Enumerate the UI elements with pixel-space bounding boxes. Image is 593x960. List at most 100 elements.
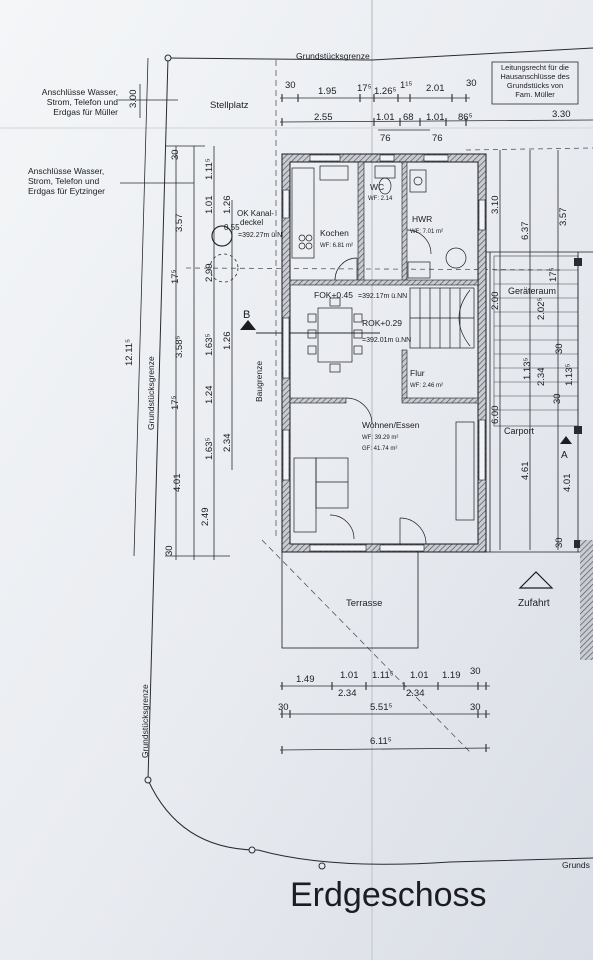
label-access: Zufahrt (518, 598, 550, 609)
living-furniture (293, 421, 475, 545)
sheet-title: Erdgeschoss (290, 876, 487, 914)
dimension-lines-top (279, 94, 593, 131)
building-line-label: Baugrenze (254, 361, 264, 402)
note-line: Erdgas für Müller (53, 107, 118, 117)
dimension-label: 2.99 (204, 264, 215, 283)
dimension-label: 2.55 (314, 112, 333, 123)
dimension-label: 1.26 (222, 332, 233, 351)
note-eytzinger: Anschlüsse Wasser, Strom, Telefon und Er… (28, 166, 194, 196)
dimension-label: 6.00 (490, 406, 501, 425)
room-living-gf: GF: 41.74 m² (362, 446, 397, 452)
staircase (409, 287, 475, 349)
carport-column (574, 540, 582, 548)
manhole-symbol: OK Kanal- deckel =392.27m ü.NN 0.55 (209, 209, 287, 283)
dimension-label: 1.63⁵ (204, 334, 215, 356)
room-wc-name: WC (370, 182, 384, 192)
dimension-label: 6.11⁵ (370, 736, 392, 747)
dimension-label: 1¹⁵ (400, 80, 412, 91)
property-boundary (144, 47, 593, 870)
dimension-label: 3.57 (174, 214, 185, 233)
manhole-diameter: 0.55 (224, 223, 240, 232)
wc-fixtures (374, 165, 427, 195)
note-line: Strom, Telefon und (28, 176, 99, 186)
note-line: Hausanschlüsse des (500, 72, 569, 81)
dimension-label: 3.00 (128, 90, 139, 109)
dimension-label: 3.10 (490, 196, 501, 215)
dimension-label: 2.34 (406, 688, 425, 699)
section-label: A (561, 450, 568, 461)
dimension-label: 2.34 (222, 434, 233, 453)
dimension-label: 1.01 (410, 670, 429, 681)
dimension-label: 1.95 (318, 86, 337, 97)
dimension-label: 2.49 (200, 508, 211, 527)
dimension-label: 2.01 (426, 83, 445, 94)
dimension-label: 4.01 (172, 474, 183, 493)
dimension-label: 2.34 (536, 368, 547, 387)
dimension-label: 30 (466, 78, 477, 89)
dimension-label: 17⁵ (357, 83, 372, 94)
dimension-label: 4.01 (562, 474, 573, 493)
room-living-area: WF: 39.29 m² (362, 435, 398, 441)
note-line-right: Leitungsrecht für die Hausanschlüsse des… (491, 61, 579, 105)
dimension-label: 5.51⁵ (370, 702, 392, 713)
dimension-label: 86⁵ (458, 112, 473, 123)
dimension-label: 68 (403, 112, 414, 123)
manhole-level: =392.27m ü.NN (238, 232, 287, 239)
dimension-lines-bottom (279, 682, 491, 754)
dimension-label: 2.00 (490, 292, 501, 311)
house-walls (281, 153, 487, 553)
dimension-text-left: 3.00 12.11⁵ 30 3.57 17⁵ 3.58⁵ 17⁵ 4.01 3… (124, 90, 233, 557)
dimension-text-bottom: 1.49 1.01 1.11⁵ 1.01 1.19 30 2.34 2.34 3… (278, 666, 481, 747)
dimension-label: 3.57 (558, 208, 569, 227)
dimension-label: 76 (432, 133, 443, 144)
note-line: Fam. Müller (515, 90, 555, 99)
dimension-label: 30 (164, 545, 175, 556)
access-arrow-icon (518, 571, 554, 589)
dimension-label: 17⁵ (170, 395, 181, 410)
room-kitchen-name: Kochen (320, 228, 349, 238)
label-terrace: Terrasse (346, 598, 382, 609)
flur-door-arc (345, 397, 373, 425)
boundary-label-bottom-right: Grunds (562, 860, 590, 870)
dimension-label: 4.61 (520, 462, 531, 481)
dimension-label: 30 (554, 537, 565, 548)
dimension-label: 1.01 (204, 196, 215, 215)
dimension-label: 1.01 (376, 112, 395, 123)
dimension-label: 30 (552, 393, 563, 404)
dimension-label: 1.01 (340, 670, 359, 681)
dimension-label: 6.37 (520, 222, 531, 241)
dimension-label: 2.02⁵ (536, 298, 547, 320)
dimension-label: 30 (554, 343, 565, 354)
room-hwr-name: HWR (412, 214, 432, 224)
dashed-boundary (465, 147, 593, 151)
note-mueller: Anschlüsse Wasser, Strom, Telefon und Er… (42, 87, 178, 117)
room-hwr-area: WF: 7.01 m² (410, 229, 443, 235)
manhole-label: OK Kanal- (237, 209, 274, 218)
dimension-text-right: 3.10 2.00 6.00 6.37 2.02⁵ 2.34 4.61 3.57… (490, 196, 575, 549)
carport-column (574, 426, 582, 434)
label-parking: Stellplatz (210, 100, 249, 111)
terrace-outline (281, 551, 419, 649)
room-flur-name: Flur (410, 368, 425, 378)
level-rok-value: =392.01m ü.NN (362, 337, 411, 344)
room-wc-area: WF: 2.14 (368, 196, 393, 202)
section-label: B (243, 309, 250, 321)
dimension-label: 30 (285, 80, 296, 91)
neighbour-wall (580, 540, 593, 660)
dimension-label: 2.34 (338, 688, 357, 699)
dimension-label: 1.19 (442, 670, 461, 681)
note-line: Leitungsrecht für die (501, 63, 569, 72)
dimension-label: 76 (380, 133, 391, 144)
note-line: Strom, Telefon und (47, 97, 118, 107)
dimension-text-top: 30 1.95 17⁵ 1.26⁵ 1¹⁵ 2.01 30 2.55 1.01 … (285, 78, 571, 144)
room-flur-area: WF: 2.46 m² (410, 383, 443, 389)
label-shed: Geräteraum (508, 286, 556, 296)
room-kitchen-area: WF: 6.81 m² (320, 243, 353, 249)
note-line: Anschlüsse Wasser, (28, 166, 104, 176)
dimension-label: 1.11⁵ (204, 158, 215, 180)
manhole-label: deckel (240, 218, 263, 227)
dimension-label: 1.26⁵ (374, 86, 396, 97)
dimension-lines-left (133, 57, 233, 560)
level-fok-value: =392.17m ü.NN (358, 293, 407, 300)
dimension-label: 1.11⁵ (372, 670, 394, 681)
